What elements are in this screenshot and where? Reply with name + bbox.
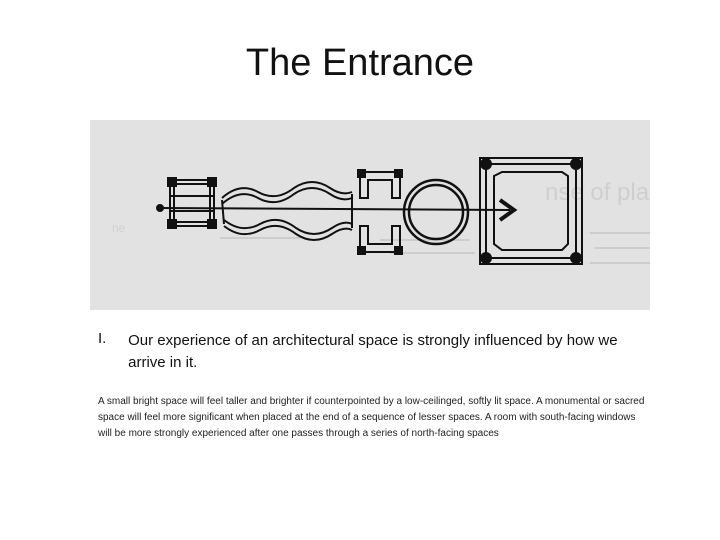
- wavy-corridor-sketch: [221, 181, 353, 241]
- ghost-text: nse of plac: [545, 179, 650, 206]
- sketch-svg: nse of plac ne: [112, 157, 650, 265]
- small-gate-sketch: [167, 177, 217, 229]
- round-room-sketch: [402, 178, 470, 246]
- ghost-text-small: ne: [112, 221, 126, 235]
- bullet-number: I.: [98, 330, 107, 347]
- bullet-point: I. Our experience of an architectural sp…: [98, 330, 658, 374]
- narrow-portal-sketch: [357, 169, 403, 255]
- slide-title: The Entrance: [245, 42, 475, 84]
- entrance-sequence-sketch: nse of plac ne: [90, 120, 650, 310]
- destination-room-sketch: [479, 157, 583, 265]
- bullet-text: Our experience of an architectural space…: [128, 332, 618, 371]
- path-arrow-sketch: [156, 198, 518, 222]
- body-paragraph: A small bright space will feel taller an…: [98, 396, 645, 439]
